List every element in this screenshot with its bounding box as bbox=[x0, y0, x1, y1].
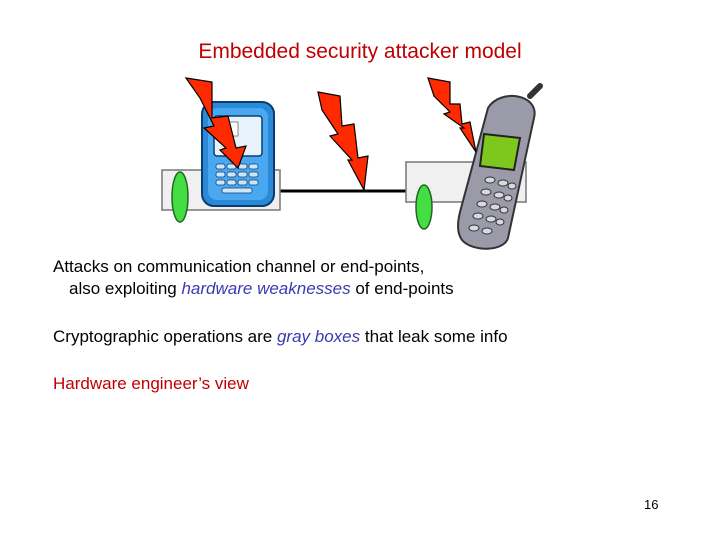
bullet-attacks-line2-tail: of end-points bbox=[351, 279, 454, 298]
bullet-attacks-line1: Attacks on communication channel or end-… bbox=[53, 257, 424, 276]
bullet-crypto-ops: Cryptographic operations are gray boxes … bbox=[53, 326, 508, 348]
left-leakage-ellipse bbox=[172, 172, 188, 222]
bullet-crypto-text: Cryptographic operations are bbox=[53, 327, 277, 346]
lightning-bolt-icon bbox=[428, 78, 476, 152]
bullet-hardware-view: Hardware engineer’s view bbox=[53, 373, 249, 395]
page-number: 16 bbox=[644, 497, 658, 512]
right-leakage-ellipse bbox=[416, 185, 432, 229]
bullet-attacks-line2-text: also exploiting bbox=[69, 279, 181, 298]
emphasis-hardware-weaknesses: hardware weaknesses bbox=[181, 279, 350, 298]
bullet-attacks: Attacks on communication channel or end-… bbox=[53, 256, 454, 300]
bullet-attacks-line2: also exploiting hardware weaknesses of e… bbox=[53, 278, 454, 300]
attacker-model-diagram bbox=[0, 0, 720, 260]
emphasis-gray-boxes: gray boxes bbox=[277, 327, 360, 346]
lightning-bolt-icon bbox=[318, 92, 368, 190]
bullet-crypto-tail: that leak some info bbox=[360, 327, 507, 346]
